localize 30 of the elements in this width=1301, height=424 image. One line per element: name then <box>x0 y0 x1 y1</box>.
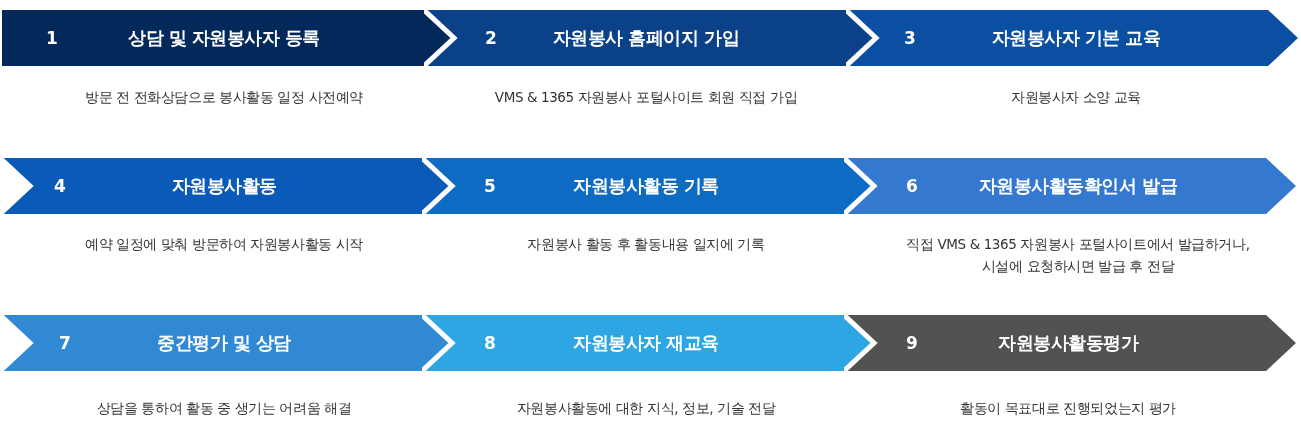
step-title: 중간평가 및 상담 <box>157 333 291 353</box>
step-title: 자원봉사자 기본 교육 <box>991 28 1161 48</box>
step-description: 상담을 통하여 활동 중 생기는 어려움 해결 <box>96 399 352 418</box>
step-number: 2 <box>485 28 497 48</box>
step-title: 상담 및 자원봉사자 등록 <box>128 28 320 48</box>
step-description: 활동이 목표대로 진행되었는지 평가 <box>960 399 1176 418</box>
step-title: 자원봉사활동 기록 <box>573 176 719 196</box>
step-title: 자원봉사활동확인서 발급 <box>978 176 1178 196</box>
step-title: 자원봉사 홈페이지 가입 <box>552 28 740 48</box>
step-title: 자원봉사자 재교육 <box>573 333 719 353</box>
step-number: 9 <box>906 333 918 353</box>
step-description: 예약 일정에 맞춰 방문하여 자원봉사활동 시작 <box>85 235 363 254</box>
step-description: 자원봉사 활동 후 활동내용 일지에 기록 <box>527 235 765 254</box>
chevron-step <box>846 10 1298 66</box>
step-number: 5 <box>484 176 496 196</box>
step-number: 8 <box>484 333 496 353</box>
step-description: 방문 전 전화상담으로 봉사활동 일정 사전예약 <box>85 88 363 107</box>
step-number: 3 <box>904 28 916 48</box>
step-number: 7 <box>59 333 71 353</box>
step-description: 자원봉사자 소양 교육 <box>1010 88 1142 107</box>
step-title: 자원봉사활동 <box>171 176 277 196</box>
step-description: 직접 VMS & 1365 자원봉사 포털사이트에서 발급하거나, 시설에 요청하시면 발급 후 전달 <box>905 235 1251 276</box>
step-title: 자원봉사활동평가 <box>998 333 1138 353</box>
step-number: 4 <box>54 176 66 196</box>
step-number: 6 <box>906 176 918 196</box>
step-description: 자원봉사활동에 대한 지식, 정보, 기술 전달 <box>516 399 776 418</box>
chevron-step <box>844 158 1296 214</box>
step-number: 1 <box>46 28 58 48</box>
step-description: VMS & 1365 자원봉사 포털사이트 회원 직접 가입 <box>494 88 798 107</box>
chevron-step <box>844 315 1296 371</box>
